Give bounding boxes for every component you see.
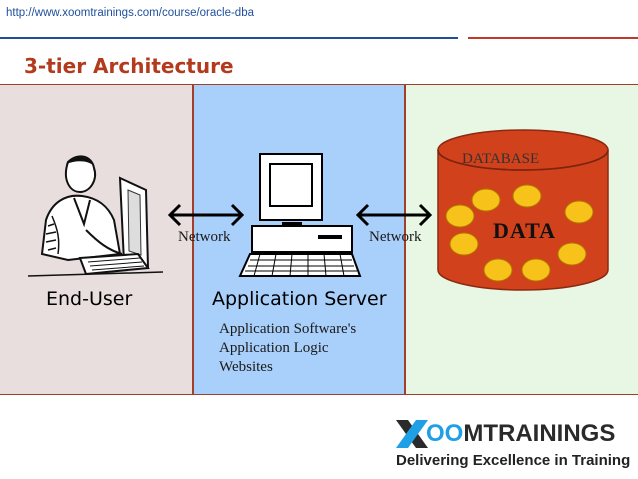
header-rule-blue [0, 37, 458, 39]
user-at-computer-icon [27, 155, 164, 277]
logo-wordmark: OOMTRAININGS [426, 420, 616, 447]
application-tier-label: Application Server [212, 288, 387, 310]
application-feature-list: Application Software's Application Logic… [219, 320, 356, 377]
database-content-label: DATA [493, 218, 557, 243]
feature-item: Application Logic [219, 340, 329, 356]
feature-item: Websites [219, 359, 273, 375]
source-url[interactable]: http://www.xoomtrainings.com/course/orac… [6, 7, 254, 19]
client-tier-label: End-User [46, 288, 133, 310]
network-label-right: Network [369, 229, 422, 245]
header-rule-red [468, 37, 638, 39]
network-label-left: Network [178, 229, 231, 245]
database-cylinder-icon [437, 129, 609, 291]
double-arrow-icon [355, 203, 433, 227]
desktop-computer-icon [238, 153, 362, 277]
database-caption: DATABASE [462, 151, 540, 167]
slide-title: 3-tier Architecture [24, 54, 234, 78]
logo-tagline: Delivering Excellence in Training [396, 452, 631, 469]
double-arrow-icon [167, 203, 245, 227]
xoomtrainings-logo: OOMTRAININGS Delivering Excellence in Tr… [392, 418, 632, 473]
feature-item: Application Software's [219, 321, 357, 337]
logo-x-mark [396, 420, 428, 448]
